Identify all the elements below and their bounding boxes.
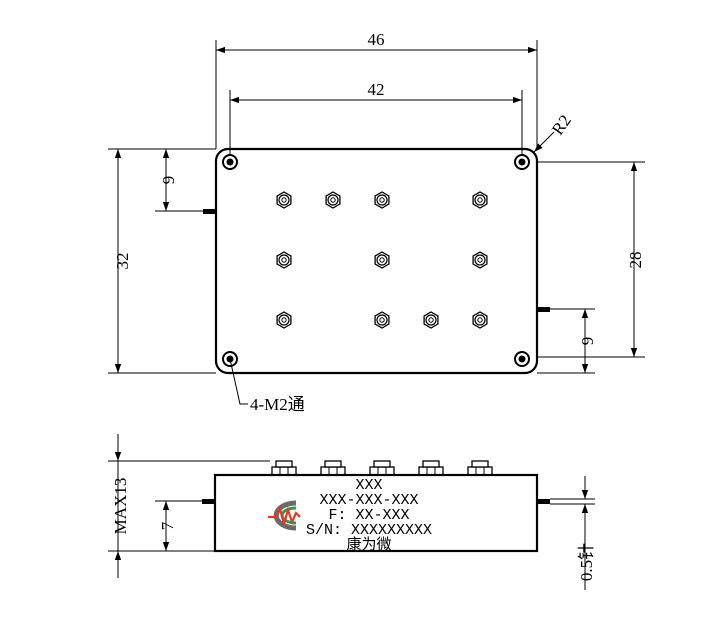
dim-pin-diameter: 0.5针 [577,543,596,581]
dim-height-outer: 32 [113,253,132,270]
label-line-4: S/N: XXXXXXXXX [306,522,432,539]
brand-logo-icon [268,500,301,531]
mount-holes-label: 4-M2通 [250,395,305,414]
right-pin [537,307,550,312]
dim-max-height: MAX13 [111,478,130,535]
hex-nut-connector-icon [472,251,488,269]
dim-height-holes: 28 [626,252,645,269]
side-connector-icon [418,460,444,476]
connector-grid [276,191,488,329]
label-line-3: F: XX-XXX [328,507,409,524]
hex-nut-connector-icon [276,311,292,329]
left-pin [203,209,216,214]
hex-nut-connector-icon [276,251,292,269]
side-connectors [271,460,493,476]
brand-name: 康为微 [346,535,391,553]
dim-width-outer: 46 [368,30,385,49]
dim-width-holes: 42 [368,80,385,99]
side-connector-icon [320,460,346,476]
side-left-pin [202,499,215,504]
hex-nut-connector-icon [374,191,390,209]
mounting-hole-icon [514,351,530,367]
hex-nut-connector-icon [374,311,390,329]
hex-nut-connector-icon [423,311,439,329]
top-view-body [214,147,539,375]
mounting-hole-icon [222,154,238,170]
side-right-pin [537,499,550,504]
mounting-hole-icon [514,154,530,170]
label-line-1: XXX [355,477,382,494]
side-view: XXX XXX-XXX-XXX F: XX-XXX S/N: XXXXXXXXX… [108,434,596,590]
hex-nut-connector-icon [374,251,390,269]
hex-nut-connector-icon [276,191,292,209]
side-view-body [213,473,539,553]
hex-nut-connector-icon [472,311,488,329]
hex-nut-connector-icon [472,191,488,209]
label-line-2: XXX-XXX-XXX [319,492,418,509]
side-connector-icon [369,460,395,476]
dim-left-pin: 9 [159,176,178,185]
side-connector-icon [467,460,493,476]
top-view: 46 42 R2 32 9 28 9 4-M2通 [108,30,645,414]
hex-nut-connector-icon [325,191,341,209]
dim-right-pin: 9 [578,337,597,346]
side-connector-icon [271,460,297,476]
dim-pin-height: 7 [158,521,177,530]
